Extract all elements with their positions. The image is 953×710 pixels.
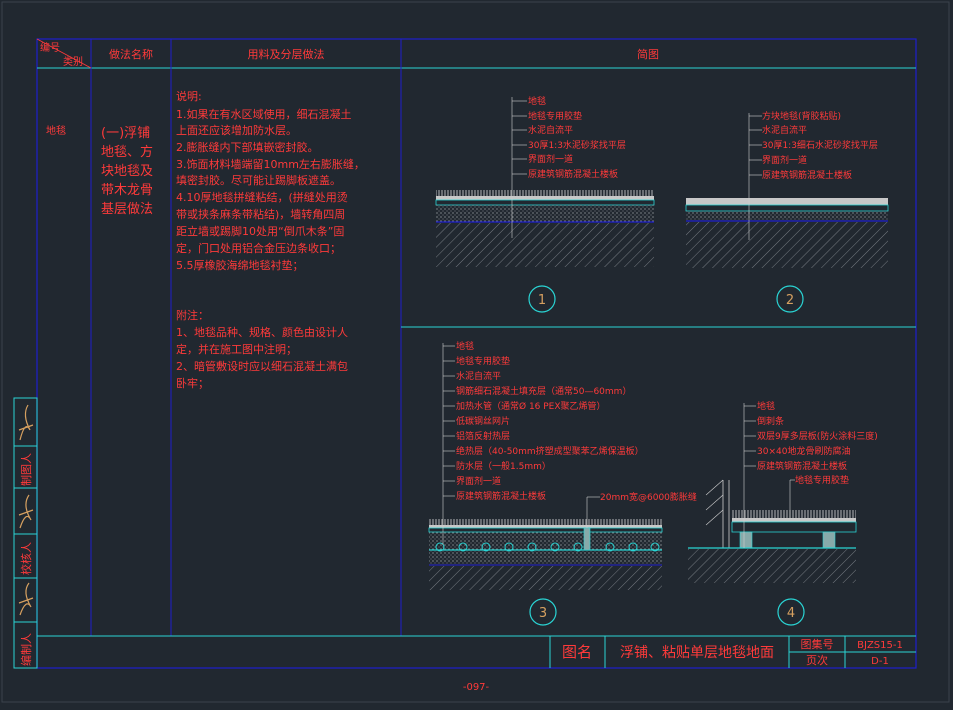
svg-text:地毯专用胶垫: 地毯专用胶垫	[528, 110, 582, 122]
signature-2	[18, 494, 34, 529]
svg-text:地毯: 地毯	[456, 340, 474, 352]
page-no: D-1	[871, 656, 889, 667]
svg-text:水泥自流平: 水泥自流平	[456, 370, 501, 382]
svg-text:1: 1	[538, 293, 546, 308]
sign-checker: 校核人	[19, 542, 33, 575]
signature-3	[18, 582, 34, 616]
svg-text:30厚1:3细石水泥砂浆找平层: 30厚1:3细石水泥砂浆找平层	[762, 139, 878, 151]
svg-text:2.膨胀缝内下部填嵌密封胶。: 2.膨胀缝内下部填嵌密封胶。	[176, 140, 319, 154]
header-code: 编号	[40, 41, 60, 54]
atlas-label: 图集号	[801, 637, 834, 651]
diagram-3: 地毯 地毯专用胶垫 水泥自流平 钢筋细石混凝土填充层（通常50—60mm） 加热…	[428, 340, 697, 626]
svg-text:1.如果在有水区域使用，细石混凝土: 1.如果在有水区域使用，细石混凝土	[176, 107, 352, 121]
svg-text:30厚1:3水泥砂浆找平层: 30厚1:3水泥砂浆找平层	[528, 139, 626, 151]
svg-text:2、暗管敷设时应以细石混凝土满包: 2、暗管敷设时应以细石混凝土满包	[176, 359, 348, 373]
svg-text:界面剂一道: 界面剂一道	[762, 154, 807, 166]
svg-text:填密封胶。尽可能让踢脚板遮盖。: 填密封胶。尽可能让踢脚板遮盖。	[176, 173, 341, 187]
svg-text:双层9厚多层板(防火涂料三度): 双层9厚多层板(防火涂料三度)	[757, 430, 878, 442]
svg-text:卧牢；: 卧牢；	[176, 376, 209, 390]
svg-text:倒刺条: 倒刺条	[757, 415, 784, 427]
row-name: (一)浮铺 地毯、方 块地毯及 带木龙骨 基层做法	[101, 126, 153, 217]
svg-text:方块地毯(背胶粘贴): 方块地毯(背胶粘贴)	[762, 110, 841, 122]
header-method-name: 做法名称	[109, 47, 153, 61]
svg-text:定，门口处用铝合金压边条收口；: 定，门口处用铝合金压边条收口；	[176, 241, 341, 255]
svg-text:定，并在施工图中注明；: 定，并在施工图中注明；	[176, 342, 297, 356]
svg-text:基层做法: 基层做法	[101, 202, 153, 217]
diagram-1: 地毯 地毯专用胶垫 水泥自流平 30厚1:3水泥砂浆找平层 界面剂一道 原建筑钢…	[435, 95, 655, 313]
svg-text:(一)浮铺: (一)浮铺	[101, 126, 150, 141]
svg-text:上面还应该增加防水层。: 上面还应该增加防水层。	[176, 123, 297, 137]
svg-text:4: 4	[787, 606, 795, 621]
svg-text:铝箔反射热层: 铝箔反射热层	[456, 430, 510, 442]
svg-text:地毯: 地毯	[757, 400, 775, 412]
svg-text:20mm宽@6000膨胀缝: 20mm宽@6000膨胀缝	[600, 491, 697, 503]
title-name-label: 图名	[562, 643, 592, 661]
notes: 说明: 1.如果在有水区域使用，细石混凝土 上面还应该增加防水层。 2.膨胀缝内…	[176, 89, 365, 390]
svg-text:地毯: 地毯	[528, 95, 546, 107]
svg-text:原建筑钢筋混凝土楼板: 原建筑钢筋混凝土楼板	[456, 490, 546, 502]
sign-editor: 编制人	[19, 633, 33, 666]
svg-text:低碳钢丝网片: 低碳钢丝网片	[456, 415, 510, 427]
svg-text:5.5厚橡胶海绵地毯衬垫；: 5.5厚橡胶海绵地毯衬垫；	[176, 258, 304, 272]
main-frame	[36, 38, 917, 669]
diagram-4: 地毯 倒刺条 双层9厚多层板(防火涂料三度) 30×40地龙骨刷防腐油 原建筑钢…	[688, 400, 878, 626]
svg-text:带木龙骨: 带木龙骨	[101, 183, 153, 198]
signature-1	[18, 404, 34, 441]
svg-text:界面剂一道: 界面剂一道	[528, 153, 573, 165]
svg-text:说明:: 说明:	[176, 89, 202, 103]
svg-text:附注：: 附注：	[176, 308, 209, 322]
svg-text:加热水管（通常Ø 16 PEX聚乙烯管）: 加热水管（通常Ø 16 PEX聚乙烯管）	[456, 400, 606, 412]
row-code: 地毯	[46, 124, 66, 137]
svg-text:2: 2	[786, 293, 794, 308]
svg-text:4.10厚地毯拼缝粘结，(拼缝处用烫: 4.10厚地毯拼缝粘结，(拼缝处用烫	[176, 190, 348, 204]
svg-text:绝热层（40-50mm挤塑成型聚苯乙烯保温板）: 绝热层（40-50mm挤塑成型聚苯乙烯保温板）	[456, 445, 644, 457]
svg-text:地毯专用胶垫: 地毯专用胶垫	[456, 355, 510, 367]
svg-text:水泥自流平: 水泥自流平	[762, 124, 807, 136]
title-name: 浮铺、粘贴单层地毯地面	[620, 645, 774, 661]
header-category: 类别	[63, 55, 83, 68]
header-sketch: 简图	[637, 47, 659, 61]
svg-text:地毯专用胶垫: 地毯专用胶垫	[795, 474, 849, 486]
svg-text:地毯、方: 地毯、方	[101, 144, 153, 160]
svg-text:原建筑钢筋混凝土楼板: 原建筑钢筋混凝土楼板	[528, 168, 618, 180]
svg-text:防水层（一般1.5mm）: 防水层（一般1.5mm）	[456, 460, 551, 472]
svg-text:块地毯及: 块地毯及	[101, 164, 153, 179]
sign-drawer: 制图人	[20, 453, 33, 486]
svg-text:3: 3	[539, 606, 547, 621]
svg-text:钢筋细石混凝土填充层（通常50—60mm）: 钢筋细石混凝土填充层（通常50—60mm）	[456, 385, 631, 397]
svg-text:原建筑钢筋混凝土楼板: 原建筑钢筋混凝土楼板	[757, 460, 847, 472]
svg-text:1、地毯品种、规格、颜色由设计人: 1、地毯品种、规格、颜色由设计人	[176, 325, 348, 339]
header-materials: 用料及分层做法	[248, 47, 325, 61]
svg-text:水泥自流平: 水泥自流平	[528, 124, 573, 136]
atlas-number: BJZS15-1	[857, 640, 903, 651]
svg-text:原建筑钢筋混凝土楼板: 原建筑钢筋混凝土楼板	[762, 169, 852, 181]
svg-text:30×40地龙骨刷防腐油: 30×40地龙骨刷防腐油	[757, 445, 850, 457]
svg-text:界面剂一道: 界面剂一道	[456, 475, 501, 487]
page-label: 页次	[806, 653, 828, 667]
svg-text:带或挟条麻条带粘结)，墙转角四周: 带或挟条麻条带粘结)，墙转角四周	[176, 207, 345, 221]
page-number: -097-	[463, 682, 490, 693]
svg-text:3.饰面材料墙端留10mm左右膨胀缝，: 3.饰面材料墙端留10mm左右膨胀缝，	[176, 157, 365, 171]
diagram-2: 方块地毯(背胶粘贴) 水泥自流平 30厚1:3细石水泥砂浆找平层 界面剂一道 原…	[685, 110, 889, 313]
svg-text:距立墙或踢脚10处用“倒爪木条”固: 距立墙或踢脚10处用“倒爪木条”固	[176, 224, 344, 238]
